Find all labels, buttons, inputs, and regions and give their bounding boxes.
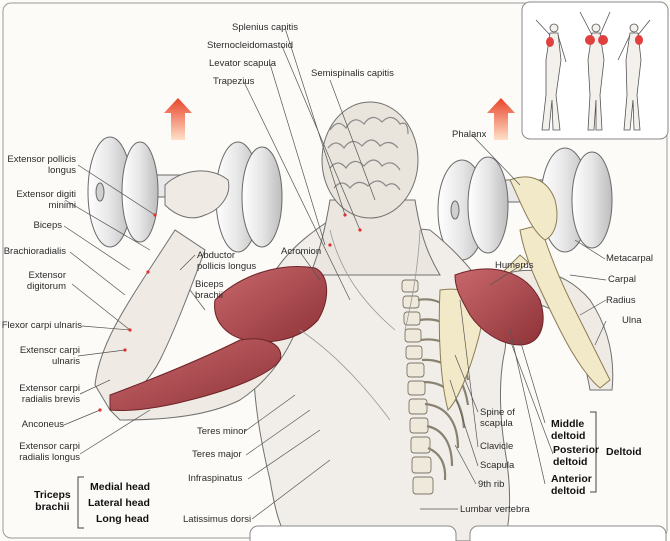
label-triceps-group: Triceps brachii (34, 489, 71, 513)
label-brachioradialis: Brachioradialis (3, 246, 66, 257)
label-abductor-pollicis-longus: Abductor pollicis longus (197, 250, 257, 272)
up-arrow-icon (164, 98, 192, 140)
label-deltoid-group: Deltoid (606, 446, 642, 458)
label-scapula: Scapula (480, 460, 515, 471)
label-flexor-carpi-ulnaris: Flexor carpi ulnaris (1, 320, 82, 331)
label-posterior-deltoid: Posterior deltoid (553, 444, 600, 468)
label-humerus: Humerus (495, 260, 534, 271)
label-levator-scapula: Levator scapula (209, 58, 277, 69)
label-long-head: Long head (96, 513, 150, 525)
label-radius: Radius (606, 295, 636, 306)
label-trapezius: Trapezius (213, 76, 255, 87)
label-sternocleidomastoid: Sternocleidomastoid (207, 40, 294, 51)
head (309, 101, 441, 276)
label-extensor-digitorum: Extensor digitorum (26, 270, 66, 292)
label-carpal: Carpal (608, 274, 636, 285)
label-infraspinatus: Infraspinatus (188, 473, 243, 484)
deltoid-muscle-right (454, 268, 544, 346)
triceps-bracket (77, 476, 84, 529)
trapezius-muscle (299, 229, 421, 421)
deltoid-bracket (590, 411, 597, 493)
label-spine-of-scapula: Spine of scapula (480, 407, 515, 429)
label-ulna: Ulna (622, 315, 642, 326)
label-teres-major: Teres major (192, 449, 242, 460)
leader-lines (63, 27, 607, 520)
label-medial-head: Medial head (90, 481, 151, 493)
label-acromion: Acromion (281, 246, 322, 257)
label-extensor-carpi-radialis-longus: Extensor carpi radialis longus (19, 441, 80, 463)
label-anconeus: Anconeus (21, 419, 64, 430)
label-extensor-pollicis-longus: Extensor pollicis longus (7, 154, 76, 176)
label-9th-rib: 9th rib (478, 479, 505, 490)
label-extensor-carpi-ulnaris: Extenscr carpi ulnaris (19, 345, 80, 367)
muscle-marker-dots (98, 213, 362, 412)
label-teres-minor: Teres minor (197, 426, 247, 437)
label-anterior-deltoid: Anterior deltoid (551, 473, 592, 497)
label-semispinalis-capitis: Semispinalis capitis (311, 68, 394, 79)
left-arm (94, 170, 301, 421)
label-clavicle: Clavicle (480, 441, 514, 452)
label-extensor-carpi-radialis-brevis: Extensor carpi radialis brevis (19, 383, 80, 405)
inset-figures-thumbnail (521, 1, 669, 140)
label-lumbar-vertebra: Lumbar vertebra (460, 504, 530, 515)
triceps-muscle-left (109, 338, 282, 411)
label-biceps-brachii: Biceps brachii (195, 279, 224, 301)
up-arrow-icon (487, 98, 515, 140)
label-phalanx: Phalanx (452, 129, 487, 140)
label-latissimus-dorsi: Latissimus dorsi (183, 514, 252, 525)
label-extensor-digiti-minimi: Extensor digiti minimi (16, 189, 76, 211)
bottom-panel-right (469, 525, 667, 541)
bottom-panel-left (249, 525, 457, 541)
label-middle-deltoid: Middle deltoid (551, 418, 586, 442)
deltoid-muscle-left (214, 266, 328, 343)
label-splenius-capitis: Splenius capitis (232, 22, 299, 33)
label-lateral-head: Lateral head (88, 497, 150, 509)
label-biceps: Biceps (33, 220, 62, 231)
label-metacarpal: Metacarpal (606, 253, 653, 264)
